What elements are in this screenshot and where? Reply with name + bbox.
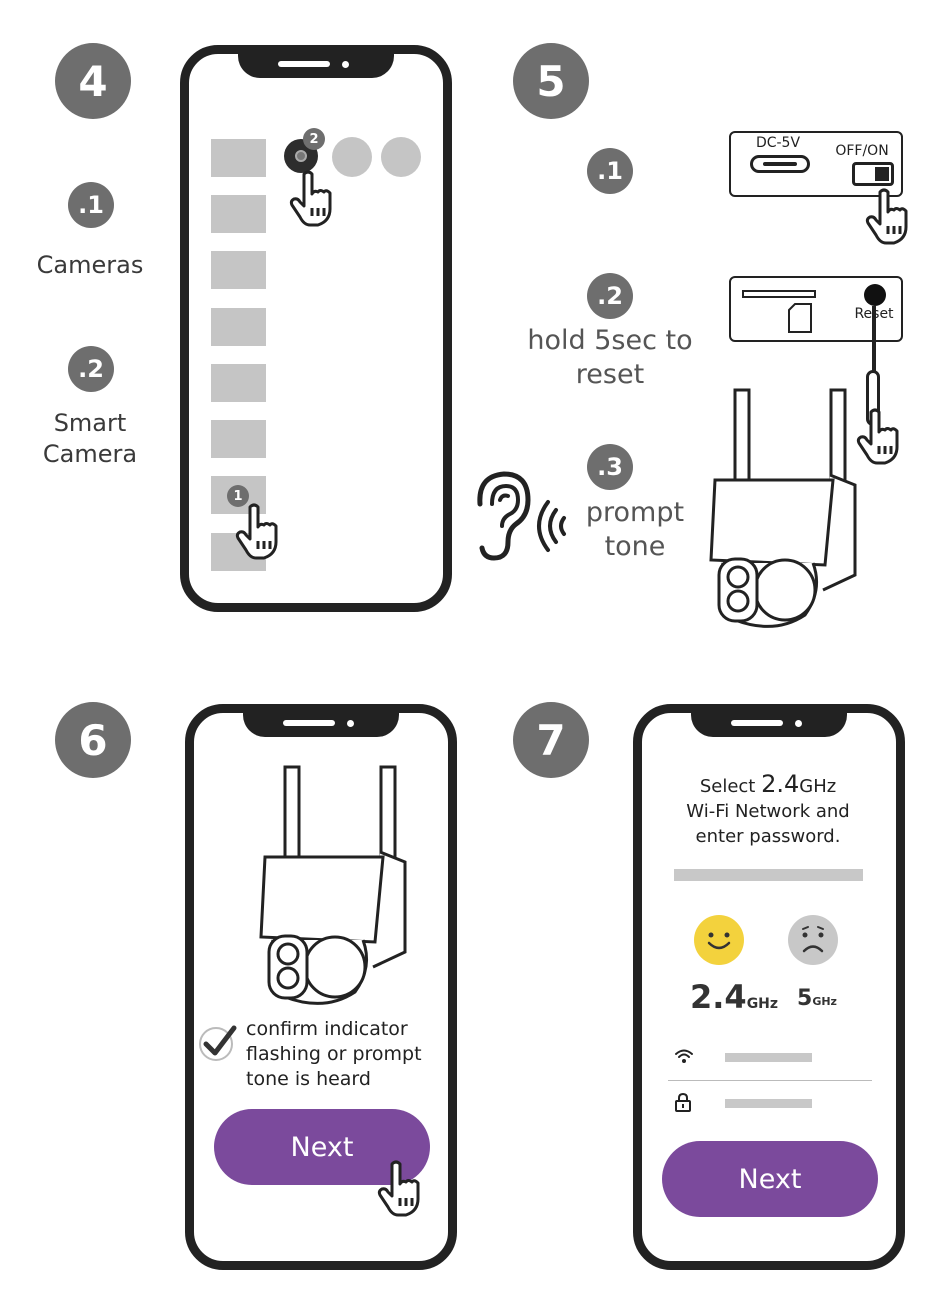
happy-face-icon [694, 915, 744, 965]
hold-reset-label: hold 5sec to reset [500, 324, 720, 392]
wifi-title-line2: Wi-Fi Network and [686, 801, 850, 822]
cameras-label: Cameras [36, 251, 144, 279]
wifi-title-line1: Select 2.4GHz [655, 772, 881, 799]
security-camera-icon [259, 765, 407, 1005]
tap-marker-2: 2 [303, 128, 325, 150]
sad-face-icon [788, 915, 838, 965]
step-4-badge: 4 [55, 43, 131, 119]
select-text: Select [699, 776, 762, 797]
wifi-icon [675, 1049, 693, 1063]
reset-pin [872, 306, 876, 376]
confirm-line1: confirm indicator [246, 1018, 408, 1040]
wifi-ssid-field[interactable] [725, 1053, 812, 1062]
prompt-tone-label: prompt tone [565, 496, 705, 564]
hold-reset-line1: hold 5sec to [527, 325, 693, 356]
app-tile[interactable] [211, 195, 266, 233]
band-5-unit: GHz [812, 995, 837, 1008]
band-5-label: 5GHz [797, 986, 837, 1011]
smart-camera-line2: Camera [42, 440, 138, 468]
step-5-1-badge: .1 [587, 148, 633, 194]
step-7-badge: 7 [513, 702, 589, 778]
phone-notch [243, 711, 399, 737]
device-option-circle[interactable] [381, 137, 421, 177]
app-tile[interactable] [211, 251, 266, 289]
app-tile[interactable] [211, 139, 266, 177]
band-highlight: 2.4 [761, 770, 800, 798]
sound-waves-icon [537, 500, 566, 552]
wifi-password-field[interactable] [725, 1099, 812, 1108]
pointing-hand-icon [235, 503, 278, 560]
hold-reset-line2: reset [575, 359, 645, 390]
port-label: DC-5V [755, 135, 801, 151]
prompt-tone-line2: tone [604, 531, 666, 562]
device-option-circle[interactable] [332, 137, 372, 177]
app-tile[interactable] [211, 308, 266, 346]
reset-hole[interactable] [864, 284, 886, 306]
reset-panel [729, 276, 903, 342]
pointing-hand-icon [289, 170, 332, 227]
pointing-hand-icon [865, 188, 908, 245]
confirm-text: confirm indicator flashing or prompt ton… [246, 1017, 446, 1092]
band-24-label: 2.4GHz [690, 978, 778, 1016]
step-4-2-badge: .2 [68, 346, 114, 392]
app-tile[interactable] [211, 364, 266, 402]
lock-icon [675, 1092, 691, 1112]
wifi-title-line3: enter password. [695, 826, 841, 847]
wifi-instructions: Select 2.4GHz Wi-Fi Network and enter pa… [655, 772, 881, 849]
step-5-3-badge: .3 [587, 444, 633, 490]
step-4-1-badge: .1 [68, 182, 114, 228]
step-5-2-badge: .2 [587, 273, 633, 319]
phone-notch [238, 52, 394, 78]
step-6-badge: 6 [55, 702, 131, 778]
app-tile[interactable] [211, 420, 266, 458]
checkmark-icon[interactable] [198, 1022, 240, 1064]
power-switch[interactable] [852, 162, 894, 186]
ear-icon [477, 471, 531, 561]
pointing-hand-icon [377, 1160, 420, 1217]
sd-card-icon [788, 303, 812, 333]
phone-notch [691, 711, 847, 737]
pointing-hand-icon [856, 408, 899, 465]
network-name-bar[interactable] [674, 869, 863, 881]
tap-marker-1: 1 [227, 485, 249, 507]
prompt-tone-line1: prompt [585, 497, 685, 528]
security-camera-icon [709, 388, 857, 628]
band-24-number: 2.4 [690, 978, 747, 1016]
confirm-line3: tone is heard [246, 1068, 371, 1090]
switch-label: OFF/ON [835, 143, 889, 159]
step-5-badge: 5 [513, 43, 589, 119]
form-divider [668, 1080, 872, 1081]
smart-camera-label: Smart Camera [10, 408, 170, 470]
band-24-unit: GHz [746, 996, 779, 1012]
band-unit: GHz [799, 776, 837, 797]
next-button[interactable]: Next [662, 1141, 878, 1217]
sd-card-slot [742, 290, 816, 298]
smart-camera-line1: Smart [53, 409, 127, 437]
power-panel [729, 131, 903, 197]
confirm-line2: flashing or prompt [246, 1043, 422, 1065]
band-5-number: 5 [797, 986, 813, 1011]
usb-c-port [750, 155, 810, 173]
